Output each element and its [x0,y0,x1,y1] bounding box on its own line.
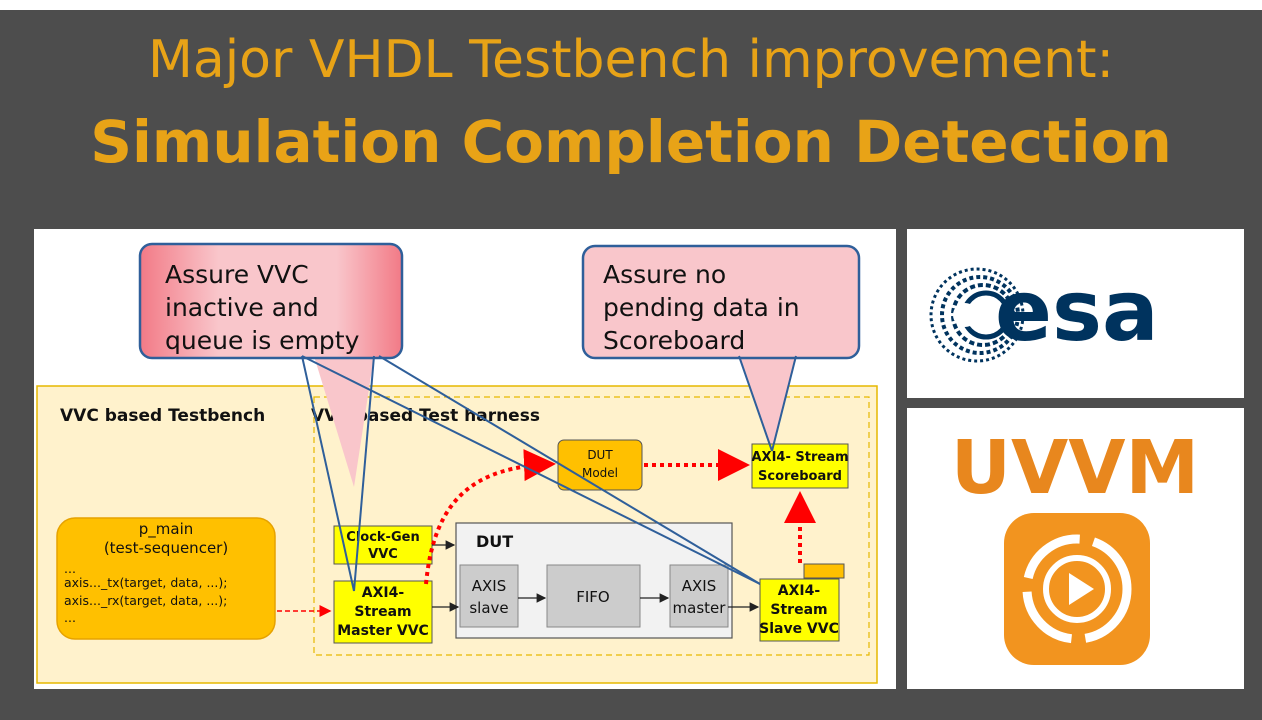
axis-master-line-2: master [673,599,727,617]
axis-slave-block [459,564,519,628]
callout-right-line-2: pending data in [603,293,800,322]
dut-model [557,439,643,491]
sequencer-line-1: ... [64,561,76,576]
clock-gen-line-1: Clock-Gen [346,530,419,545]
clock-gen-vvc [333,525,433,565]
master-vvc-line-1: AXI4- [362,585,405,601]
esa-logo-panel: esa [907,229,1244,398]
uvvm-logo-panel: UVVM [907,408,1244,689]
sequencer-line-4: ... [64,610,76,625]
slave-vvc-line-1: AXI4- [778,583,821,599]
axis-slave-line-2: slave [469,599,508,617]
axis-master-block [669,564,729,628]
top-frame [0,0,1262,10]
callout-left-line-2: inactive and [165,293,319,322]
scoreboard [751,443,849,489]
uvvm-logo: UVVM [951,425,1199,665]
test-sequencer: p_main (test-sequencer) ... axis..._tx(t… [56,517,276,640]
sequencer-subtitle: (test-sequencer) [104,539,228,557]
callout-right-line-3: Scoreboard [603,326,745,355]
dut-model-line-1: DUT [587,448,613,462]
master-vvc [333,580,433,644]
axis-slave-line-1: AXIS [472,577,506,595]
title-line-1: Major VHDL Testbench improvement: [148,30,1114,90]
master-vvc-line-3: Master VVC [337,623,429,639]
dut-model-line-2: Model [582,466,618,480]
sequencer-line-2: axis..._tx(target, data, ...); [64,575,227,590]
title-line-2: Simulation Completion Detection [90,108,1172,176]
master-vvc-line-2: Stream [354,604,411,620]
fifo-block [546,564,641,628]
sequencer-title: p_main [139,520,194,539]
diagram-panel: VVC based Testbench VVC based Test harne… [34,229,896,689]
callout-right-line-1: Assure no [603,260,726,289]
esa-logo: esa [929,262,1159,363]
play-icon [1022,534,1132,644]
dut-label: DUT [476,532,513,551]
callout-pointers [301,355,797,592]
fifo-label: FIFO [576,588,610,606]
slave-vvc-tab [803,563,845,579]
slave-vvc-line-2: Stream [770,602,827,618]
uvvm-wordmark: UVVM [951,425,1199,511]
scoreboard-line-2: Scoreboard [758,469,842,484]
slave-vvc [759,578,840,642]
callout-left-line-1: Assure VVC [165,260,309,289]
sequencer-line-3: axis..._rx(target, data, ...); [64,593,227,608]
esa-wordmark: esa [995,262,1159,360]
callout-left: Assure VVC inactive and queue is empty [138,242,404,487]
scoreboard-line-1: AXI4- Stream [751,450,848,465]
slave-vvc-line-3: Slave VVC [759,621,839,637]
clock-gen-line-2: VVC [368,547,398,562]
testbench-label: VVC based Testbench [60,406,265,426]
callout-left-line-3: queue is empty [165,326,360,355]
testbench-diagram: VVC based Testbench VVC based Test harne… [36,242,878,684]
callout-right: Assure no pending data in Scoreboard [581,244,861,451]
axis-master-line-1: AXIS [682,577,716,595]
